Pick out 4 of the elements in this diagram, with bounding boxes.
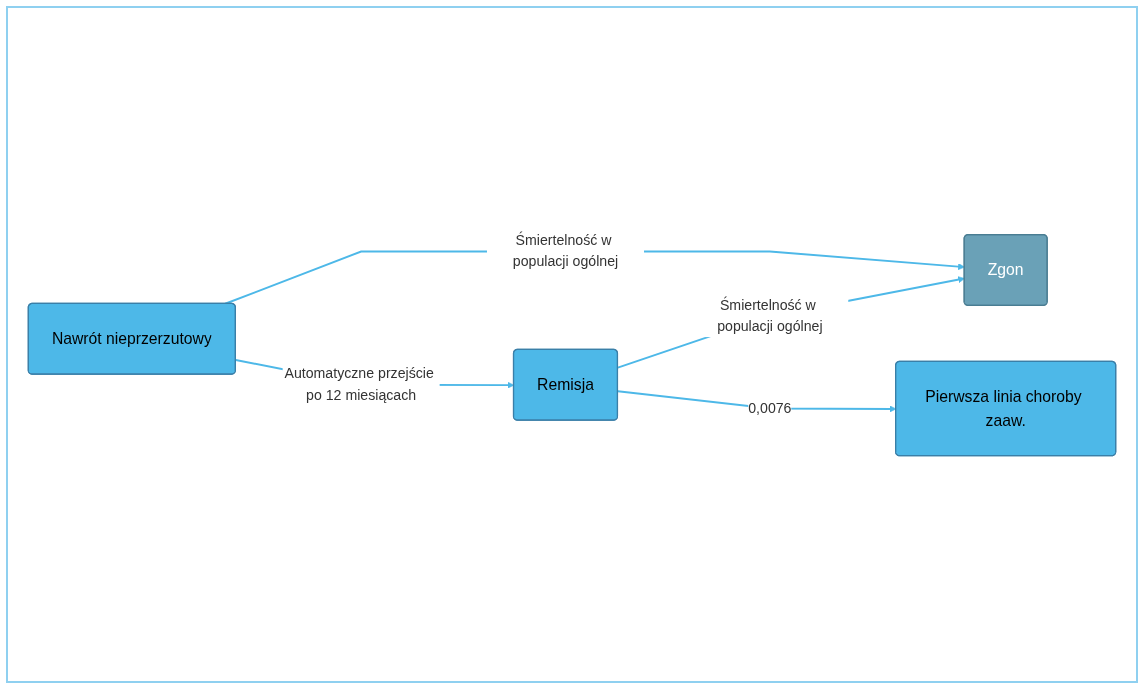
edge-label: Śmiertelność w populacji ogólnej	[512, 232, 619, 270]
edge-label: 0,0076	[748, 399, 792, 416]
edge-label: Śmiertelność w populacji ogólnej	[717, 296, 823, 334]
edge-label: Automatyczne przejście po 12 miesiącach	[284, 365, 434, 403]
